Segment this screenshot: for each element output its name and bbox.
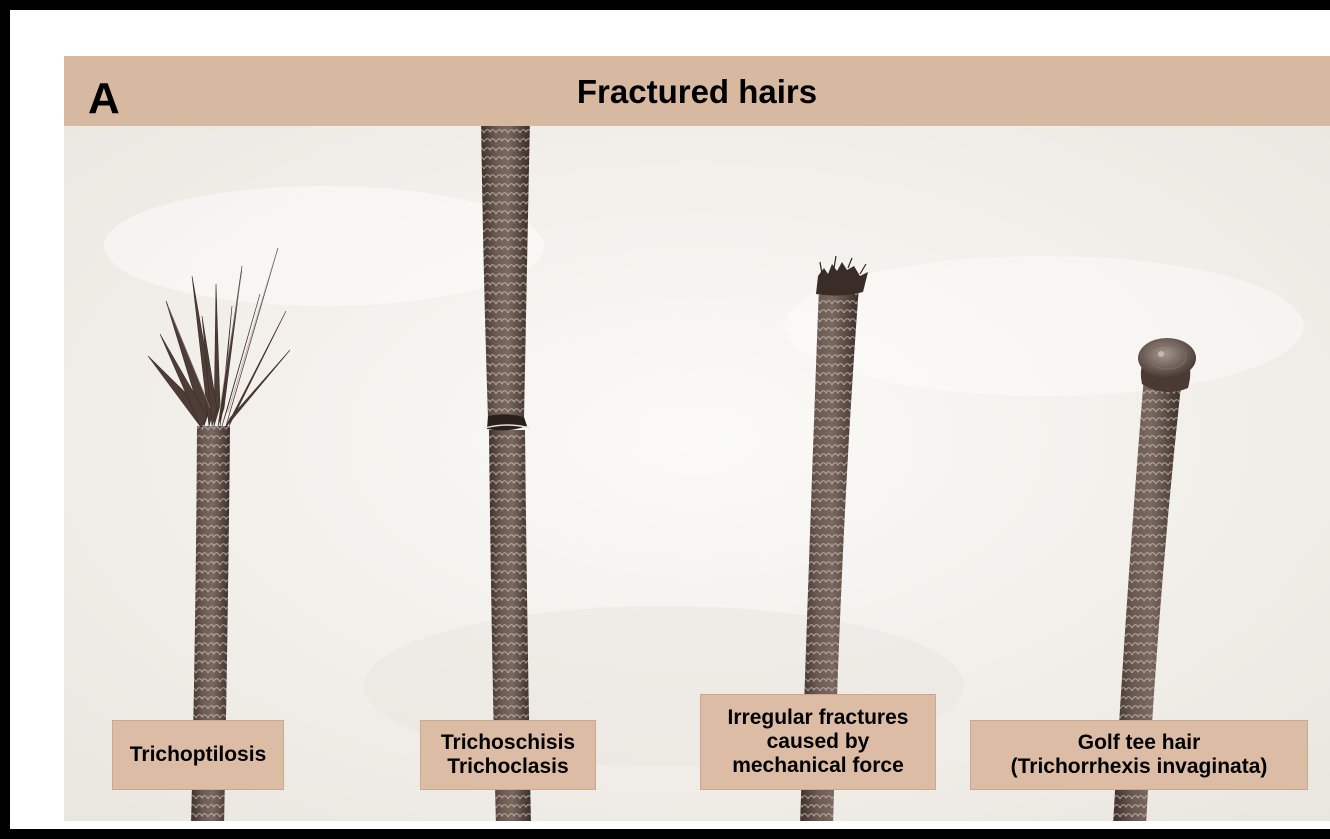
illustration-canvas [64,126,1330,821]
hair-label-golf-tee: Golf tee hair (Trichorrhexis invaginata) [970,720,1308,790]
hair-label-trichoptilosis: Trichoptilosis [112,720,284,790]
figure-panel: A Fractured hairs [64,56,1330,821]
hair-label-trichoschisis: Trichoschisis Trichoclasis [420,720,596,790]
hair-label-irregular-fractures: Irregular fractures caused by mechanical… [700,694,936,790]
figure-title: Fractured hairs [64,72,1330,112]
title-bar: A Fractured hairs [64,56,1330,126]
